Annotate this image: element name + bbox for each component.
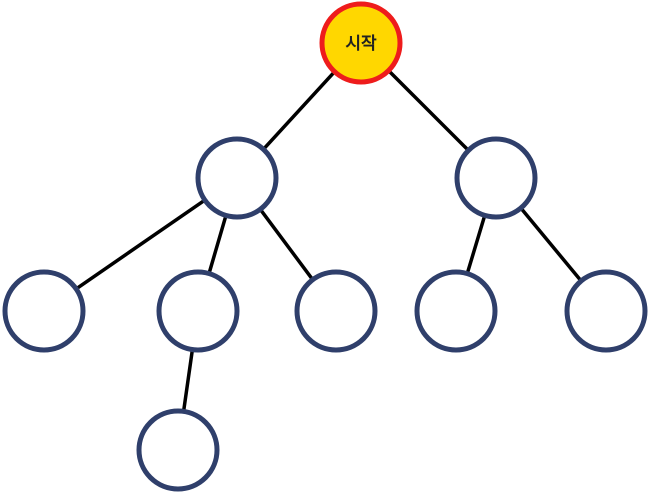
node-level1-left xyxy=(195,136,279,220)
root-node-group: 시작 xyxy=(319,1,403,85)
edge-root-n1 xyxy=(261,69,337,152)
edge-root-n2 xyxy=(386,68,471,153)
edge-n1-n4 xyxy=(207,213,228,276)
node-level2-d xyxy=(414,269,498,353)
node-level3-a xyxy=(136,408,220,492)
edges-group xyxy=(74,68,583,414)
edge-n2-n7 xyxy=(519,206,583,283)
node-level1-right xyxy=(454,136,538,220)
nodes-group xyxy=(2,136,648,492)
root-node xyxy=(319,1,403,85)
edge-n1-n3 xyxy=(74,198,207,291)
edge-n4-n8 xyxy=(181,347,195,414)
node-level2-a xyxy=(2,269,86,353)
node-level2-e xyxy=(564,269,648,353)
root-label: 시작 xyxy=(345,34,377,54)
edge-n1-n5 xyxy=(258,207,315,282)
edge-n2-n6 xyxy=(465,213,487,276)
node-level2-c xyxy=(294,269,378,353)
node-level2-b xyxy=(156,269,240,353)
